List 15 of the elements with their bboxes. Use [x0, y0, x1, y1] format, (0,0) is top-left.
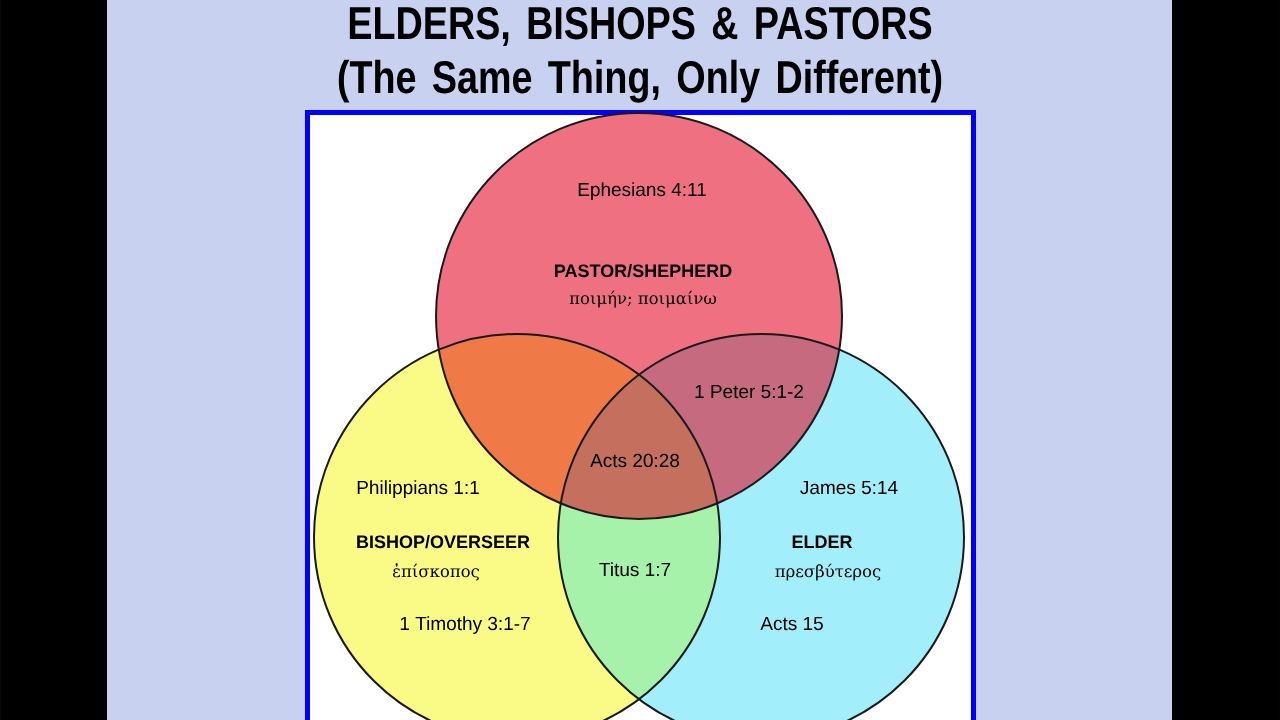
slide-title: ELDERS, BISHOPS & PASTORS (The Same Thing, Only Different): [338, 6, 942, 103]
verse-reference: Titus 1:7: [599, 562, 671, 577]
verse-reference: 1 Timothy 3:1-7: [400, 616, 530, 634]
verse-reference: James 5:14: [800, 480, 898, 495]
verse-reference: Ephesians 4:11: [578, 182, 706, 200]
greek-word: ἐπίσκοπος: [393, 563, 479, 581]
verse-reference: Philippians 1:1: [357, 480, 479, 498]
verse-reference: Acts 20:28: [590, 453, 680, 468]
role-heading: PASTOR/SHEPHERD: [555, 263, 732, 278]
verse-reference: Acts 15: [760, 616, 823, 631]
greek-word: ποιμήν; ποιμαίνω: [569, 290, 717, 308]
greek-word: πρεσβύτερος: [775, 563, 881, 581]
verse-reference: 1 Peter 5:1-2: [695, 384, 803, 399]
role-heading: BISHOP/OVERSEER: [357, 534, 530, 549]
role-heading: ELDER: [792, 535, 853, 548]
